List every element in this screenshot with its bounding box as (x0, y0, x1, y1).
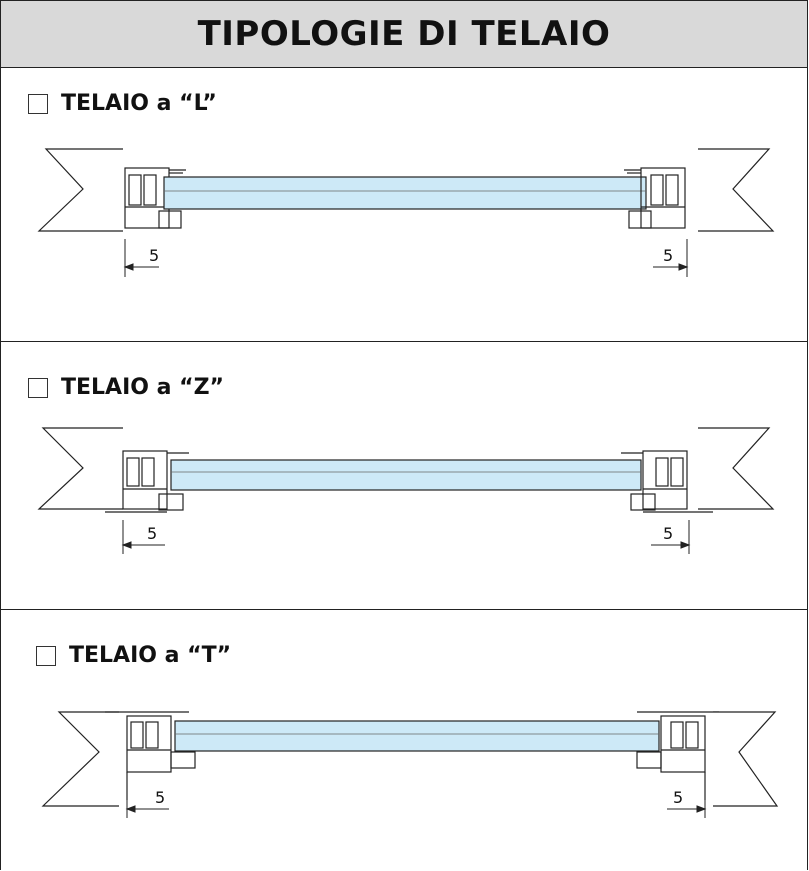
section-telaio-t: TELAIO a “T” (1, 610, 807, 871)
right-wall (713, 711, 779, 807)
left-dimension (123, 239, 159, 277)
right-dimension-value: 5 (663, 524, 673, 543)
diagram-telaio-z: 5 5 (37, 427, 775, 554)
right-frame-profile (624, 167, 686, 229)
left-wall (41, 711, 119, 807)
diagram-telaio-t: 5 5 (41, 711, 779, 818)
left-dimension (121, 520, 165, 554)
right-dimension-value: 5 (663, 246, 673, 265)
right-dimension-value: 5 (673, 788, 683, 807)
left-dimension (125, 784, 169, 818)
option-telaio-t[interactable]: TELAIO a “T” (36, 643, 231, 668)
left-wall (37, 148, 123, 232)
right-wall (698, 148, 775, 232)
header: TIPOLOGIE DI TELAIO (1, 1, 807, 68)
left-dimension-value: 5 (147, 524, 157, 543)
option-telaio-l[interactable]: TELAIO a “L” (28, 91, 217, 116)
left-frame-profile (105, 450, 189, 513)
right-frame-profile (636, 711, 719, 800)
right-wall (698, 427, 775, 510)
left-wall (37, 427, 123, 510)
checkbox-telaio-t[interactable] (36, 645, 56, 666)
right-dimension (651, 520, 691, 554)
option-label: TELAIO a “Z” (61, 375, 225, 400)
left-dimension-value: 5 (155, 788, 165, 807)
page-title: TIPOLOGIE DI TELAIO (197, 14, 611, 54)
checkbox-telaio-l[interactable] (28, 93, 48, 114)
section-telaio-l: TELAIO a “L” (1, 67, 807, 342)
right-dimension (667, 784, 707, 818)
right-dimension (653, 239, 689, 277)
right-frame-profile (621, 450, 713, 513)
left-frame-profile (105, 711, 196, 800)
option-label: TELAIO a “L” (61, 91, 217, 116)
glass-pane (163, 176, 647, 210)
left-dimension-value: 5 (149, 246, 159, 265)
section-telaio-z: TELAIO a “Z” (1, 342, 807, 610)
option-telaio-z[interactable]: TELAIO a “Z” (28, 375, 224, 400)
glass-pane (170, 459, 642, 491)
checkbox-telaio-z[interactable] (28, 377, 48, 398)
diagram-telaio-l: 5 5 (37, 148, 775, 277)
option-label: TELAIO a “T” (69, 643, 232, 668)
glass-pane (174, 720, 660, 752)
